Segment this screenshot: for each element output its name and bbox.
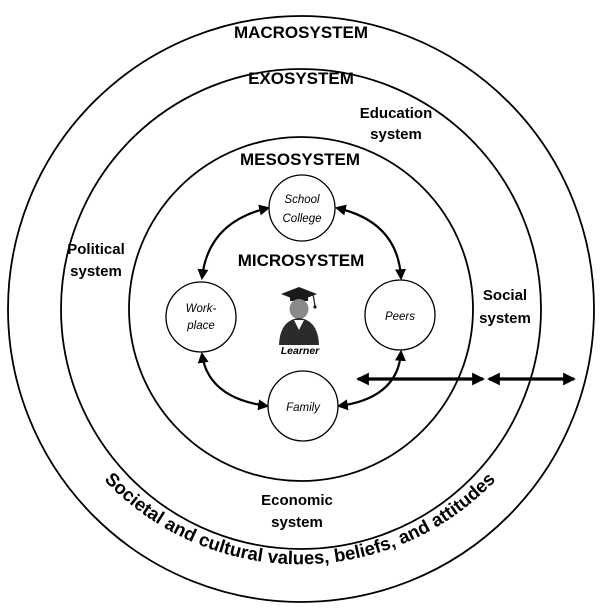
economic-system-line1: Economic <box>261 492 333 509</box>
peers-label: Peers <box>385 311 415 323</box>
node-peers: Peers <box>364 279 436 351</box>
arc-school-workplace <box>197 204 271 281</box>
learner-graduate-icon <box>279 287 319 345</box>
school-label: School <box>284 194 320 206</box>
economic-system-line2: system <box>271 514 323 531</box>
macrosystem-ring <box>7 15 595 603</box>
learner-label: Learner <box>281 345 320 357</box>
exosystem-title: EXOSYSTEM <box>248 69 354 88</box>
education-system-line2: system <box>370 126 422 143</box>
political-system-line1: Political <box>67 241 125 258</box>
exosystem-ring <box>60 68 542 550</box>
microsystem-title: MICROSYSTEM <box>238 251 365 270</box>
macrosystem-title: MACROSYSTEM <box>234 23 368 42</box>
mesosystem-ring <box>128 136 474 482</box>
social-system-line1: Social <box>483 287 527 304</box>
college-label: College <box>283 213 322 225</box>
node-workplace: Work- place <box>165 281 237 353</box>
family-label: Family <box>286 402 321 414</box>
arc-workplace-family <box>197 351 270 411</box>
education-system-line1: Education <box>360 105 433 122</box>
node-school-college: School College <box>268 174 336 242</box>
mesosystem-title: MESOSYSTEM <box>240 150 360 169</box>
node-family: Family <box>267 370 339 442</box>
workplace-label-1: Work- <box>186 303 217 315</box>
social-system-line2: system <box>479 310 531 327</box>
arc-peers-family <box>336 349 406 411</box>
workplace-label-2: place <box>186 320 215 332</box>
political-system-line2: system <box>70 263 122 280</box>
arc-school-peers <box>334 204 407 281</box>
